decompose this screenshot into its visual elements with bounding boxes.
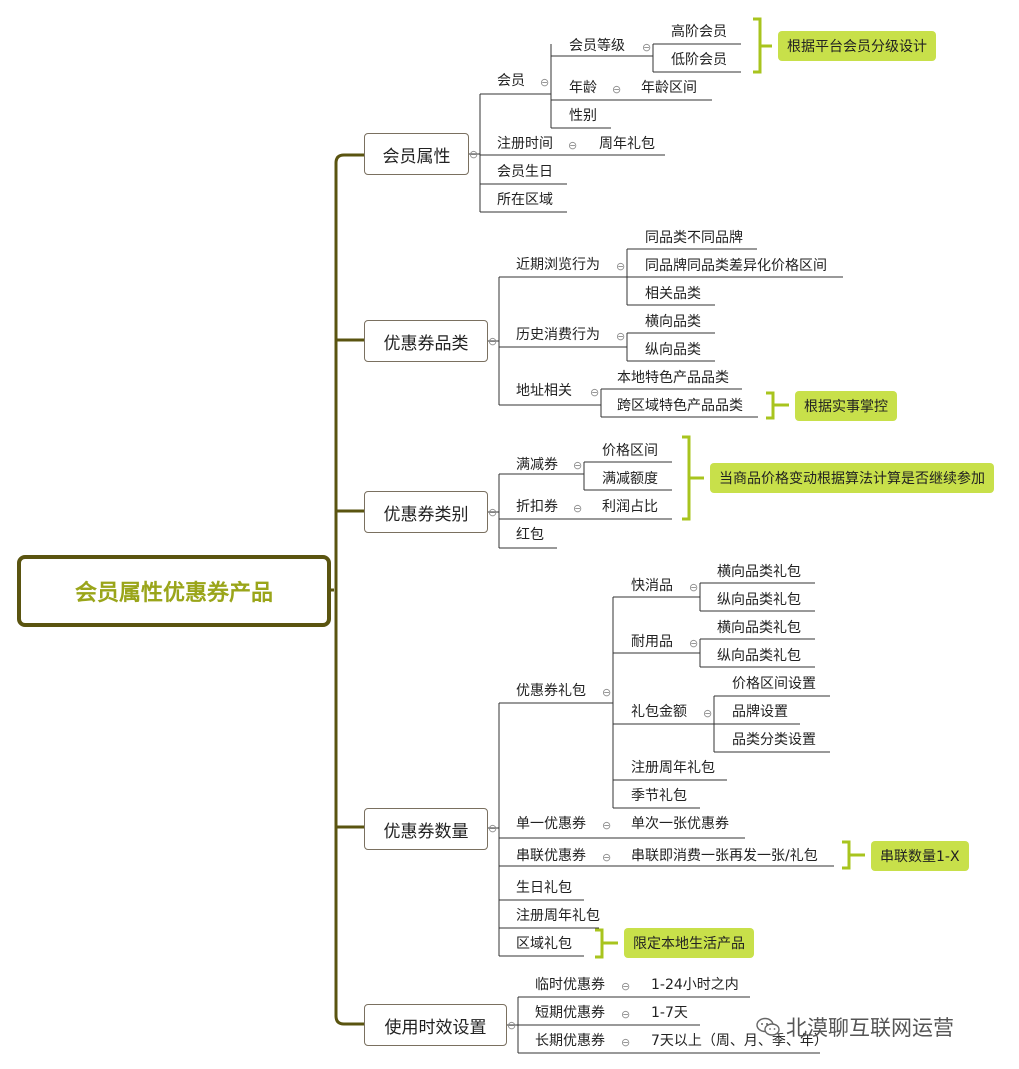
node-history-purchase[interactable]: 历史消费行为	[516, 327, 600, 343]
topic-coupon-type[interactable]: 优惠券类别	[364, 491, 488, 533]
node-history-c2[interactable]: 纵向品类	[645, 342, 701, 358]
node-age[interactable]: 年龄	[569, 80, 597, 96]
wechat-icon	[756, 1017, 780, 1036]
node-coupon-pack[interactable]: 优惠券礼包	[516, 683, 586, 699]
topic-label: 优惠券品类	[383, 333, 469, 354]
watermark: 北漠聊互联网运营	[756, 1012, 954, 1042]
node-long-coupon-child[interactable]: 7天以上（周、月、季、年）	[651, 1033, 828, 1049]
node-member[interactable]: 会员	[497, 73, 525, 89]
topic-label: 会员属性	[382, 146, 451, 167]
node-browse-c1[interactable]: 同品类不同品牌	[645, 230, 743, 246]
node-full-reduction[interactable]: 满减券	[516, 457, 558, 473]
collapse-toggle-icon[interactable]: ⊖	[602, 819, 612, 832]
node-address-c2[interactable]: 跨区域特色产品品类	[617, 398, 743, 414]
node-price-range[interactable]: 价格区间	[602, 443, 658, 459]
node-anniversary-pack[interactable]: 周年礼包	[599, 136, 655, 152]
callout-region-pack[interactable]: 限定本地生活产品	[624, 928, 754, 958]
callout-address[interactable]: 根据实事掌控	[795, 391, 897, 421]
node-short-coupon[interactable]: 短期优惠券	[535, 1005, 605, 1021]
collapse-toggle-icon[interactable]: ⊖	[703, 707, 713, 720]
collapse-toggle-icon[interactable]: ⊖	[573, 459, 583, 472]
node-birthday-pack[interactable]: 生日礼包	[516, 880, 572, 896]
watermark-text: 北漠聊互联网运营	[786, 1016, 954, 1040]
topic-member-attributes[interactable]: 会员属性	[364, 133, 469, 175]
callout-member-level[interactable]: 根据平台会员分级设计	[778, 31, 936, 61]
node-age-range[interactable]: 年龄区间	[641, 80, 697, 96]
node-high-member[interactable]: 高阶会员	[671, 24, 727, 40]
callout-coupon-type[interactable]: 当商品价格变动根据算法计算是否继续参加	[710, 463, 994, 493]
collapse-toggle-icon[interactable]: ⊖	[488, 822, 498, 835]
node-browse-c3[interactable]: 相关品类	[645, 286, 701, 302]
node-amount-c3[interactable]: 品类分类设置	[732, 732, 816, 748]
node-temp-coupon-child[interactable]: 1-24小时之内	[651, 977, 739, 993]
node-fmcg[interactable]: 快消品	[631, 578, 673, 594]
node-temp-coupon[interactable]: 临时优惠券	[535, 977, 605, 993]
collapse-toggle-icon[interactable]: ⊖	[602, 686, 612, 699]
collapse-toggle-icon[interactable]: ⊖	[507, 1019, 517, 1032]
node-profit-ratio[interactable]: 利润占比	[602, 499, 658, 515]
node-pack-anniversary[interactable]: 注册周年礼包	[631, 760, 715, 776]
node-pack-amount[interactable]: 礼包金额	[631, 704, 687, 720]
collapse-toggle-icon[interactable]: ⊖	[488, 335, 498, 348]
root-topic[interactable]: 会员属性优惠券产品	[17, 555, 331, 627]
collapse-toggle-icon[interactable]: ⊖	[689, 637, 699, 650]
collapse-toggle-icon[interactable]: ⊖	[689, 581, 699, 594]
collapse-toggle-icon[interactable]: ⊖	[616, 260, 626, 273]
callout-chain-count[interactable]: 串联数量1-X	[871, 841, 969, 871]
node-fmcg-c2[interactable]: 纵向品类礼包	[717, 592, 801, 608]
collapse-toggle-icon[interactable]: ⊖	[602, 851, 612, 864]
node-member-region[interactable]: 所在区域	[497, 192, 553, 208]
node-member-birthday[interactable]: 会员生日	[497, 164, 553, 180]
node-history-c1[interactable]: 横向品类	[645, 314, 701, 330]
topic-label: 使用时效设置	[384, 1017, 487, 1038]
node-chain-coupon-child[interactable]: 串联即消费一张再发一张/礼包	[631, 848, 818, 864]
topic-coupon-category[interactable]: 优惠券品类	[364, 320, 488, 362]
collapse-toggle-icon[interactable]: ⊖	[540, 76, 550, 89]
collapse-toggle-icon[interactable]: ⊖	[642, 41, 652, 54]
node-amount-c2[interactable]: 品牌设置	[732, 704, 788, 720]
node-region-pack[interactable]: 区域礼包	[516, 936, 572, 952]
collapse-toggle-icon[interactable]: ⊖	[568, 139, 578, 152]
root-label: 会员属性优惠券产品	[74, 581, 273, 606]
node-short-coupon-child[interactable]: 1-7天	[651, 1005, 688, 1021]
node-recent-browse[interactable]: 近期浏览行为	[516, 257, 600, 273]
collapse-toggle-icon[interactable]: ⊖	[590, 386, 600, 399]
node-chain-coupon[interactable]: 串联优惠券	[516, 848, 586, 864]
node-pack-season[interactable]: 季节礼包	[631, 788, 687, 804]
node-durable-c2[interactable]: 纵向品类礼包	[717, 648, 801, 664]
collapse-toggle-icon[interactable]: ⊖	[573, 502, 583, 515]
collapse-toggle-icon[interactable]: ⊖	[612, 83, 622, 96]
node-amount-c1[interactable]: 价格区间设置	[732, 676, 816, 692]
node-address[interactable]: 地址相关	[516, 383, 572, 399]
collapse-toggle-icon[interactable]: ⊖	[616, 330, 626, 343]
topic-coupon-quantity[interactable]: 优惠券数量	[364, 808, 488, 850]
node-address-c1[interactable]: 本地特色产品品类	[617, 370, 729, 386]
node-low-member[interactable]: 低阶会员	[671, 52, 727, 68]
topic-validity-setting[interactable]: 使用时效设置	[364, 1004, 507, 1046]
node-anniversary-pack-2[interactable]: 注册周年礼包	[516, 908, 600, 924]
node-red-packet[interactable]: 红包	[516, 527, 544, 543]
collapse-toggle-icon[interactable]: ⊖	[621, 1036, 631, 1049]
node-register-time[interactable]: 注册时间	[497, 136, 553, 152]
node-durable[interactable]: 耐用品	[631, 634, 673, 650]
topic-label: 优惠券数量	[383, 821, 469, 842]
node-reduction-amount[interactable]: 满减额度	[602, 471, 658, 487]
node-durable-c1[interactable]: 横向品类礼包	[717, 620, 801, 636]
node-gender[interactable]: 性别	[569, 108, 597, 124]
collapse-toggle-icon[interactable]: ⊖	[621, 1008, 631, 1021]
node-discount[interactable]: 折扣券	[516, 499, 558, 515]
node-browse-c2[interactable]: 同品牌同品类差异化价格区间	[645, 258, 827, 274]
collapse-toggle-icon[interactable]: ⊖	[488, 506, 498, 519]
node-single-coupon-child[interactable]: 单次一张优惠券	[631, 816, 729, 832]
topic-label: 优惠券类别	[383, 504, 469, 525]
collapse-toggle-icon[interactable]: ⊖	[621, 980, 631, 993]
node-long-coupon[interactable]: 长期优惠券	[535, 1033, 605, 1049]
node-single-coupon[interactable]: 单一优惠券	[516, 816, 586, 832]
node-member-level[interactable]: 会员等级	[569, 38, 625, 54]
collapse-toggle-icon[interactable]: ⊖	[469, 148, 479, 161]
node-fmcg-c1[interactable]: 横向品类礼包	[717, 564, 801, 580]
